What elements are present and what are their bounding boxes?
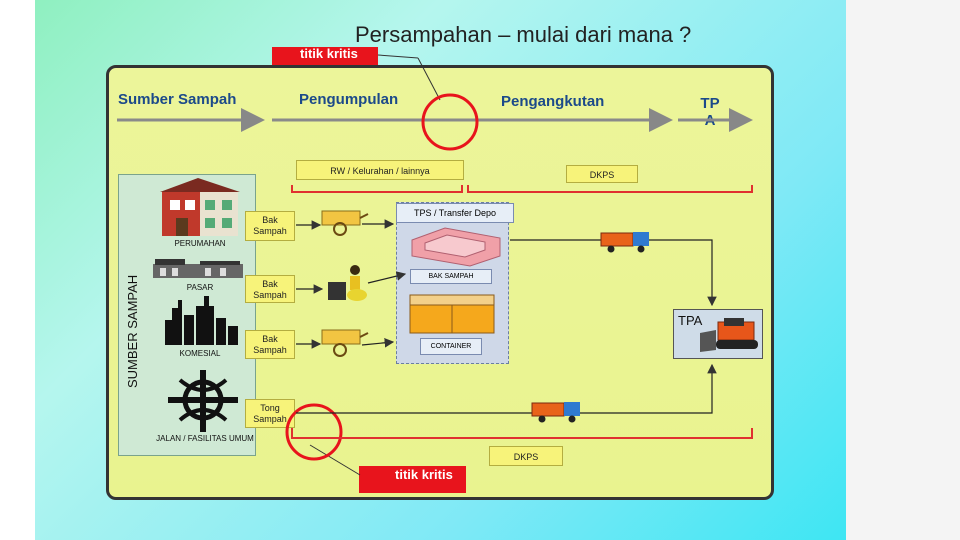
bin-perumahan: Bak Sampah <box>245 211 295 241</box>
tps-title: TPS / Transfer Depo <box>396 203 514 223</box>
bak-sampah-icon <box>411 227 501 267</box>
tpa-label: TPA <box>678 313 703 328</box>
kritis-top-leader <box>377 54 419 59</box>
tps-bak-label: BAK SAMPAH <box>410 269 492 284</box>
bin-pasar: Bak Sampah <box>245 275 295 303</box>
truck-icon-bottom <box>531 402 580 423</box>
bracket-label-dkps-top: DKPS <box>566 165 638 183</box>
kritis-bottom-leader <box>309 444 361 476</box>
flow-arrows <box>296 219 717 414</box>
stage-pengumpulan: Pengumpulan <box>299 91 399 108</box>
source-pasar-label: PASAR <box>186 283 214 292</box>
source-komesial-label: KOMESIAL <box>179 349 221 358</box>
skyline-icon <box>165 296 238 345</box>
source-jalan-label: JALAN / FASILITAS UMUM <box>156 434 254 443</box>
worker-bin-icon <box>328 265 367 301</box>
right-margin <box>846 0 960 540</box>
slide-title: Persampahan – mulai dari mana ? <box>355 22 692 47</box>
left-margin <box>0 0 35 540</box>
house-icon <box>160 178 240 236</box>
bracket-dkps-top <box>467 185 753 193</box>
bracket-rw <box>291 185 463 193</box>
bulldozer-icon <box>700 318 758 352</box>
market-icon <box>153 259 243 278</box>
interchange-icon <box>168 370 238 432</box>
container-icon <box>409 294 495 334</box>
cart-icon-1 <box>321 210 369 236</box>
cart-icon-2 <box>321 329 369 357</box>
bin-jalan: Tong Sampah <box>245 399 295 428</box>
stage-sumber-sampah: Sumber Sampah <box>118 91 237 108</box>
critical-circle-top <box>421 93 479 151</box>
bin-komesial: Bak Sampah <box>245 330 295 359</box>
bracket-label-dkps-bottom: DKPS <box>489 446 563 466</box>
bracket-dkps-bottom <box>291 428 753 439</box>
critical-circle-bottom <box>285 403 343 461</box>
truck-icon-top <box>600 232 649 253</box>
bracket-label-rw: RW / Kelurahan / lainnya <box>296 160 464 180</box>
critical-point-label-bottom: titik kritis <box>359 466 466 493</box>
stage-pengangkutan: Pengangkutan <box>501 93 605 110</box>
source-perumahan-label: PERUMAHAN <box>174 239 226 248</box>
tps-container-label: CONTAINER <box>420 338 482 355</box>
